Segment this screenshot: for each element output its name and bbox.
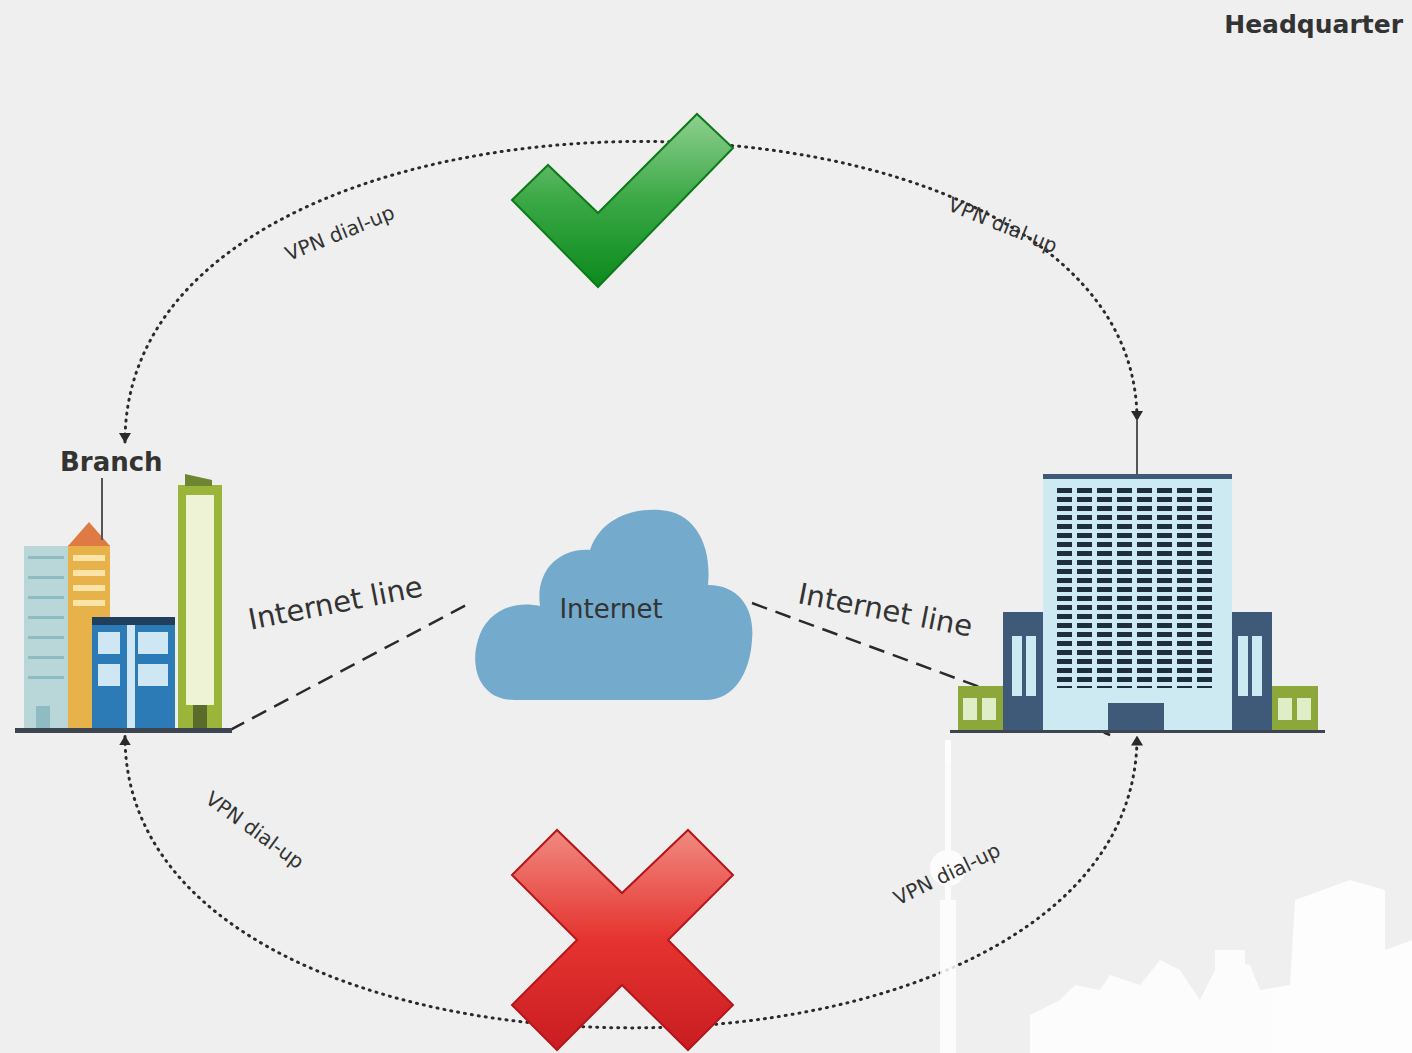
branch-node: Branch [15, 445, 235, 735]
headquarter-building [950, 420, 1325, 733]
link-label: VPN dial-up [945, 192, 1061, 258]
cross-mark [512, 830, 733, 1050]
edge-label: Internet line [245, 569, 425, 636]
node-title: Internet [559, 594, 662, 624]
branch-buildings [15, 474, 232, 733]
skyline [930, 740, 1412, 1053]
node-title: Branch [60, 447, 163, 477]
headquarter-node: Headquarter [950, 420, 1325, 735]
edge-label: VPN dial-up [201, 786, 309, 873]
internet-cloud [475, 510, 752, 700]
node-title: Headquarter [1224, 10, 1403, 39]
check-mark [512, 114, 733, 287]
edge-label: Internet line [795, 576, 975, 643]
internet-node: Internet [470, 508, 752, 700]
